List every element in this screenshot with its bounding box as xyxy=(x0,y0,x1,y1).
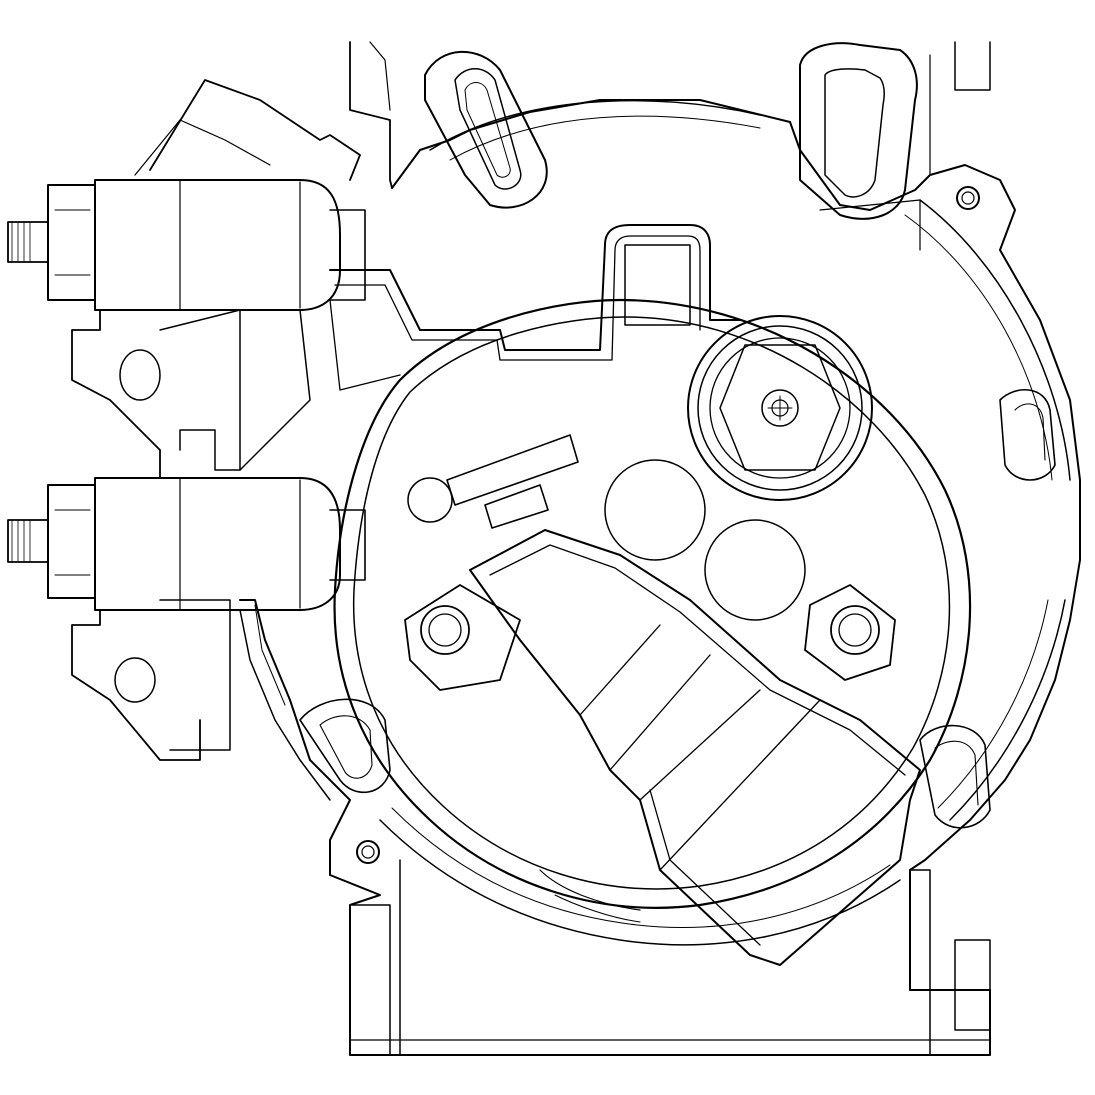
pipe-upper-stud-lines xyxy=(11,221,31,263)
right-side-ear xyxy=(999,388,1056,481)
left-bracket-plate-2 xyxy=(159,599,231,751)
pipe-lower-stud xyxy=(7,519,49,563)
pipe-elbow-2 xyxy=(329,299,401,391)
pipe-upper-inner xyxy=(179,179,301,311)
housing-detail-arc-2 xyxy=(554,894,641,923)
diagonal-rib-steps xyxy=(579,624,821,871)
drawing-strokes xyxy=(7,41,1081,1056)
housing-detail-arc-1 xyxy=(539,869,641,911)
shaft-outer-ring xyxy=(687,315,873,501)
bolt-hole-right xyxy=(830,605,880,655)
top-ear-right xyxy=(799,42,918,220)
shaft-ring-2 xyxy=(697,325,863,491)
valve-block-port xyxy=(624,244,691,326)
top-ear-left-slot xyxy=(454,68,522,190)
pipe-upper-nut-inner xyxy=(54,209,91,276)
left-bracket-lower xyxy=(71,609,201,761)
pipe-upper-stud xyxy=(7,221,49,263)
pipe-elbow xyxy=(239,309,311,471)
marking-circle-a xyxy=(604,459,706,561)
ear-hole-lower-left xyxy=(356,840,380,864)
shaft-hex-nut xyxy=(719,344,841,471)
pipe-lower-collar xyxy=(329,509,366,581)
pipe-lower-nut-inner xyxy=(54,509,91,576)
housing-inner-ring-2 xyxy=(352,316,951,890)
left-bracket-hole-upper xyxy=(119,349,161,401)
valve-block-inner xyxy=(334,235,701,361)
left-bracket xyxy=(71,309,161,479)
base-block-lines xyxy=(349,859,931,1056)
ear-hole-lower-left-inner xyxy=(361,845,375,859)
pipe-upper-body xyxy=(94,179,341,311)
top-ear-left xyxy=(424,50,548,209)
label-plate-lower xyxy=(484,484,549,529)
lower-left-ear-inner xyxy=(319,715,373,779)
upper-right-bracket xyxy=(954,41,991,91)
pipe-lower-inner xyxy=(179,477,301,611)
pipe-upper-collar xyxy=(329,209,366,301)
pipe-lower-nut xyxy=(47,484,96,599)
outer-shell-arc xyxy=(379,99,1071,946)
lower-right-ear-inner xyxy=(934,740,979,806)
bolt-hole-right-inner xyxy=(838,613,872,647)
marking-circle-b xyxy=(704,519,806,621)
pipe-upper-nut xyxy=(47,184,96,301)
right-side-ear-inner xyxy=(1014,403,1046,461)
left-bracket-hole-lower xyxy=(114,657,156,703)
lower-left-flange xyxy=(239,609,331,801)
marking-circle-small xyxy=(407,477,453,523)
left-bracket-plate xyxy=(159,309,241,471)
upper-left-block xyxy=(349,41,393,189)
base-lower-right-tab xyxy=(954,939,991,1031)
bolt-boss-right xyxy=(804,584,896,681)
top-left-fitting xyxy=(149,79,361,181)
lower-left-ear xyxy=(299,698,391,794)
shaft-center xyxy=(761,389,799,427)
diagonal-rib-inner xyxy=(489,544,906,946)
diagonal-rib xyxy=(469,529,921,966)
bolt-boss-left xyxy=(404,584,521,691)
housing-detail-line xyxy=(819,199,921,251)
outer-shell-arc-2 xyxy=(391,115,1053,928)
housing-inner-ring xyxy=(333,298,972,909)
top-ear-left-slot-inner xyxy=(464,82,511,178)
housing-outline xyxy=(239,99,1081,1056)
valve-block xyxy=(329,224,741,351)
shaft-crosshair xyxy=(767,395,793,421)
upper-left-block-2 xyxy=(369,41,391,111)
shaft-ring-3 xyxy=(709,337,851,479)
top-ear-right-slot xyxy=(824,68,885,198)
bolt-hole-left xyxy=(420,605,470,655)
ear-hole-top-right-inner xyxy=(961,191,975,205)
pipe-lower-stud-lines xyxy=(11,519,31,563)
lower-left-flange-2 xyxy=(254,604,286,706)
bolt-hole-left-inner xyxy=(428,613,462,647)
top-left-fitting-2 xyxy=(134,119,271,176)
lower-right-ear xyxy=(919,724,991,829)
ear-hole-top-right xyxy=(956,186,980,210)
pipe-lower-body xyxy=(94,477,341,611)
